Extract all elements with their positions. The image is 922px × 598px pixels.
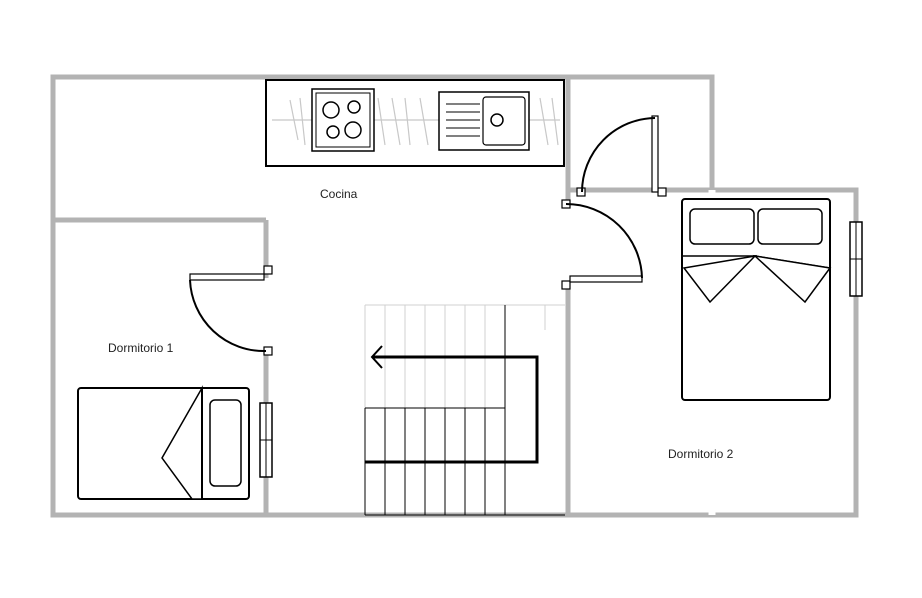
sink-icon [438, 91, 530, 151]
bed-bedroom2-icon [681, 198, 832, 401]
kitchen-counter [265, 79, 565, 167]
room-label-bedroom1: Dormitorio 1 [108, 341, 174, 355]
door-bedroom1 [189, 265, 273, 356]
door-bedroom2 [561, 199, 643, 290]
stair-direction-arrow [365, 355, 539, 464]
staircase [364, 304, 565, 516]
outer-wall [50, 74, 859, 518]
door-top-right [576, 115, 667, 197]
cooktop-icon [311, 88, 375, 152]
stair-steps [364, 305, 565, 516]
bed-bedroom1-icon [77, 385, 250, 500]
window-bedroom2 [849, 221, 863, 297]
room-label-bedroom2: Dormitorio 2 [668, 447, 734, 461]
window-bedroom1 [259, 402, 273, 478]
arrow-head-icon [370, 345, 383, 369]
room-label-kitchen: Cocina [320, 187, 358, 201]
